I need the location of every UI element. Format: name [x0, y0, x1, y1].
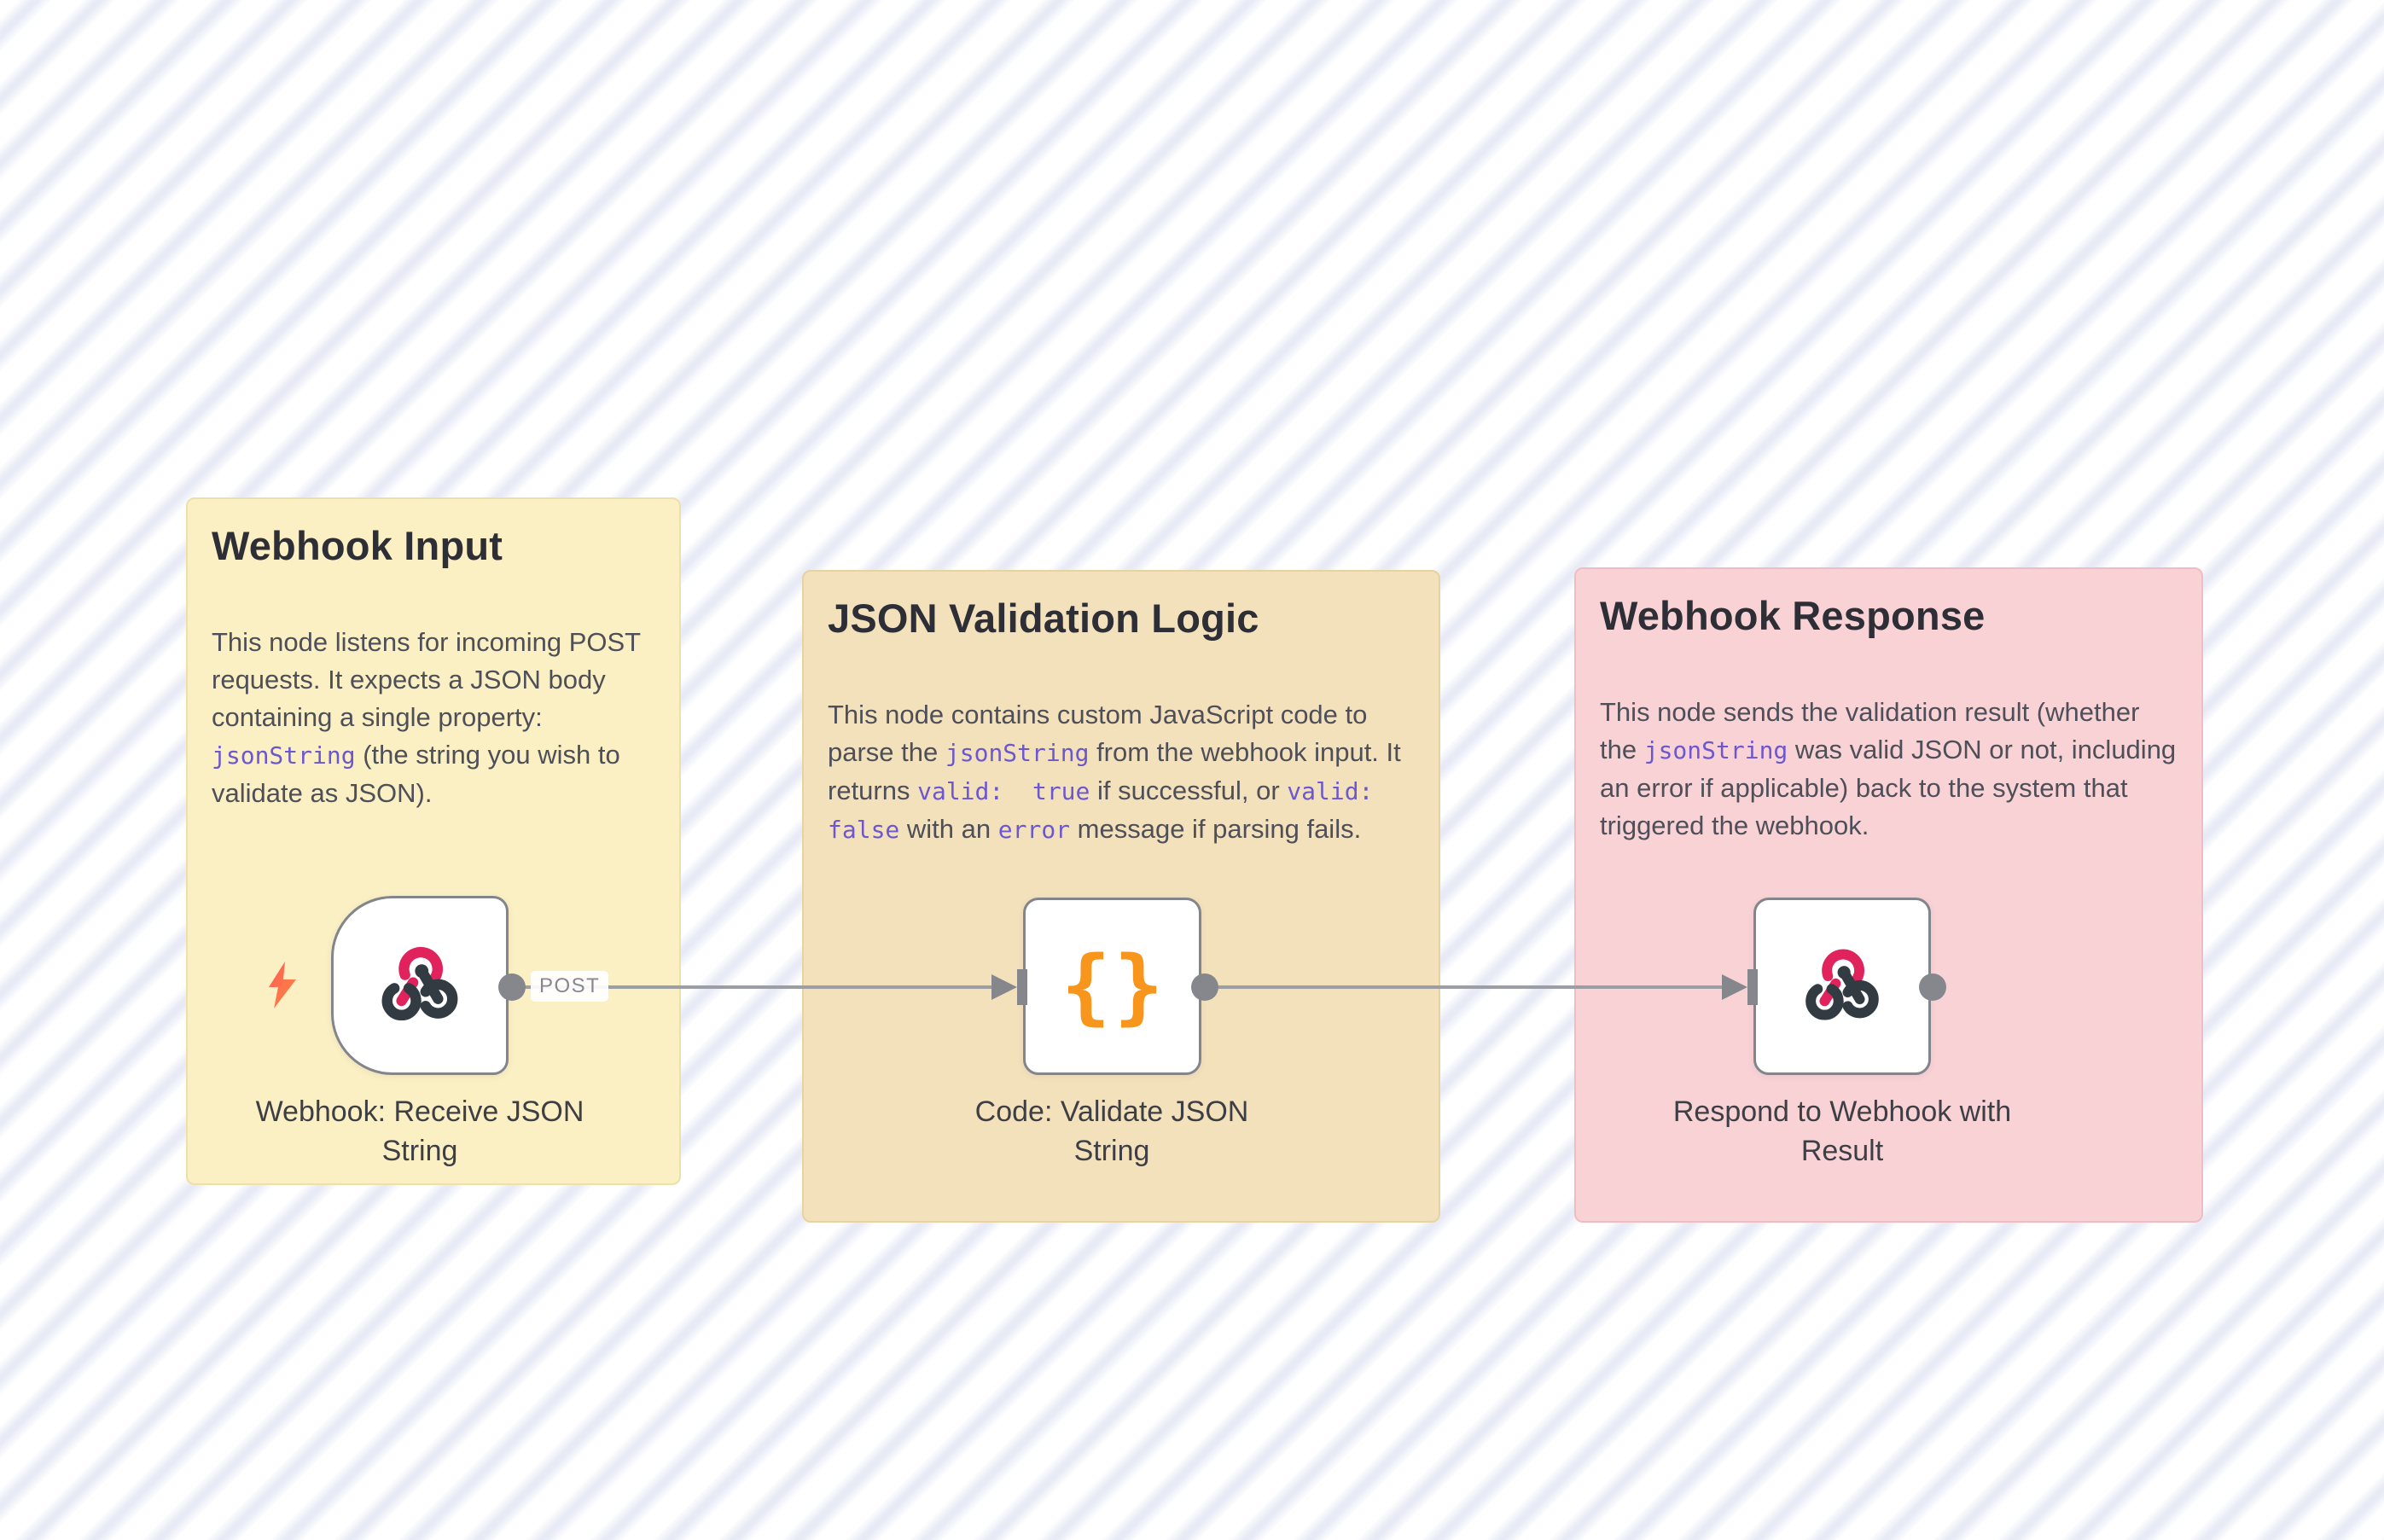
- output-port-code[interactable]: [1191, 973, 1218, 1001]
- node-webhook-trigger[interactable]: [331, 896, 509, 1075]
- node-label-respond: Respond to Webhook with Result: [1672, 1095, 2012, 1167]
- code-braces-icon: {}: [1061, 939, 1167, 1034]
- node-label-webhook: Webhook: Receive JSON String: [255, 1095, 584, 1167]
- connection-webhook-to-code[interactable]: [512, 985, 995, 989]
- sticky-body: This node sends the validation result (w…: [1600, 697, 2177, 841]
- output-port-respond[interactable]: [1919, 973, 1946, 1001]
- node-respond-to-webhook[interactable]: [1753, 898, 1931, 1075]
- input-port-respond[interactable]: [1722, 968, 1759, 1007]
- sticky-title: JSON Validation Logic: [828, 596, 1259, 641]
- node-code[interactable]: {}: [1023, 898, 1201, 1075]
- node-label-code: Code: Validate JSON String: [974, 1095, 1249, 1167]
- webhook-icon: [1805, 949, 1879, 1020]
- connection-code-to-respond[interactable]: [1205, 985, 1725, 989]
- output-port-webhook[interactable]: [498, 973, 526, 1001]
- sticky-note-json-validation-logic[interactable]: JSON Validation Logic This node contains…: [802, 570, 1440, 1223]
- sticky-note-webhook-response[interactable]: Webhook Response This node sends the val…: [1574, 567, 2203, 1223]
- sticky-body: This node listens for incoming POST requ…: [212, 627, 641, 809]
- sticky-title: Webhook Response: [1600, 593, 1986, 638]
- sticky-title: Webhook Input: [212, 523, 503, 568]
- lightning-bolt-icon: [269, 962, 296, 1008]
- webhook-icon: [381, 946, 458, 1021]
- input-port-code[interactable]: [991, 968, 1029, 1007]
- connection-label-post: POST: [531, 971, 609, 1002]
- sticky-body: This node contains custom JavaScript cod…: [828, 700, 1401, 845]
- sticky-note-webhook-input[interactable]: Webhook Input This node listens for inco…: [186, 497, 681, 1185]
